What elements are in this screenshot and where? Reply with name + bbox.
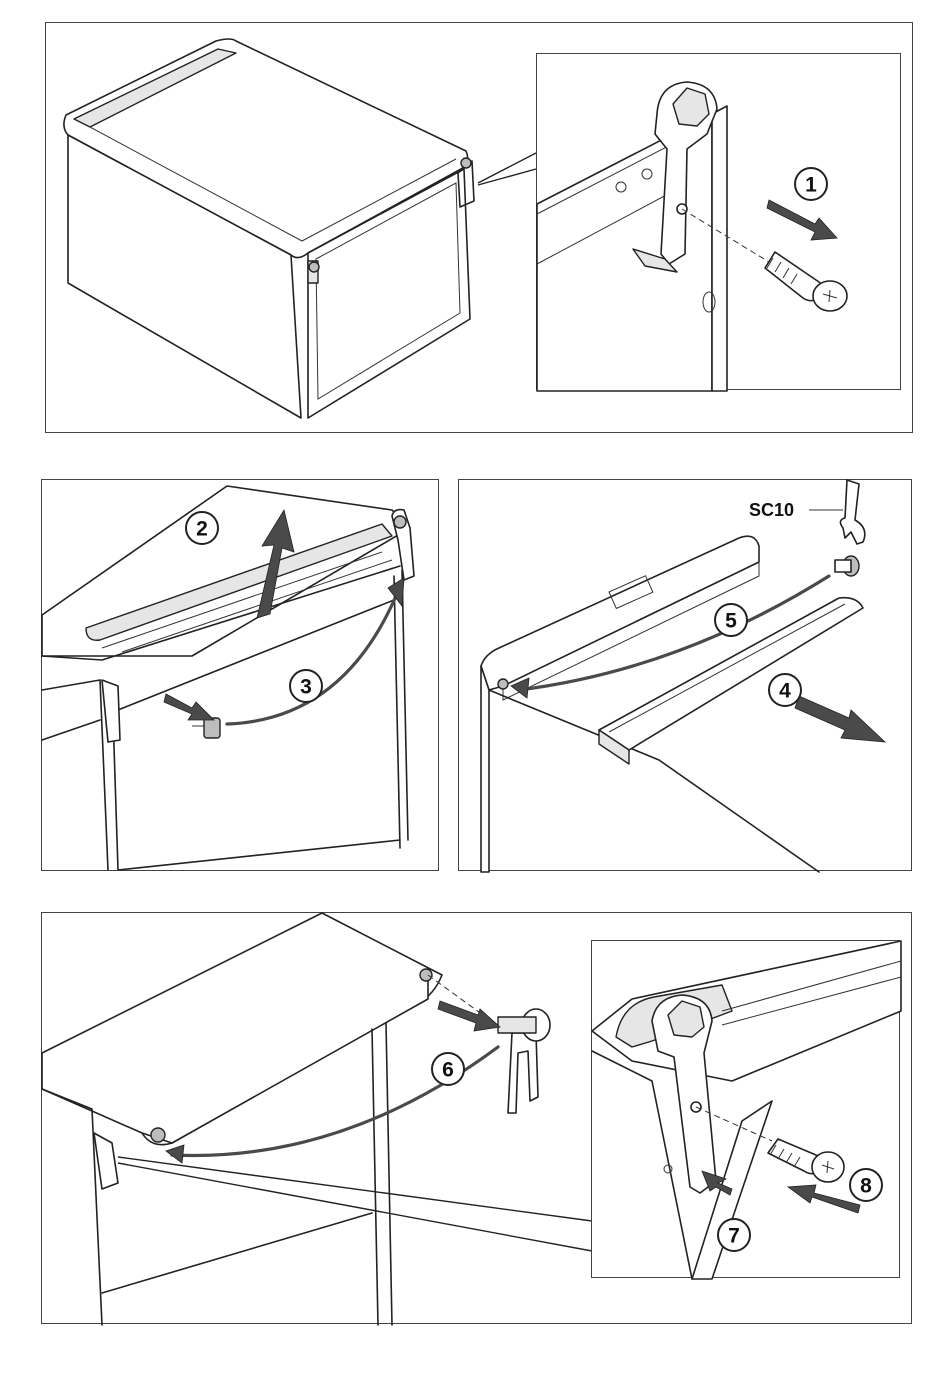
knob-bolt (192, 718, 220, 738)
arrow-step-4 (795, 696, 885, 742)
callout-line-4 (118, 1157, 592, 1221)
cabinet-body (481, 666, 489, 872)
tool-label: SC10 (749, 500, 794, 520)
hinge-lower (94, 1133, 118, 1189)
svg-text:5: 5 (725, 610, 737, 633)
panel-2-remove-top: 2 3 (41, 479, 439, 871)
bolt-sc10 (835, 556, 859, 576)
step-3-marker: 3 (290, 670, 322, 702)
hinge-left (102, 680, 120, 742)
panel-1-inset: 1 (536, 53, 901, 390)
hinge-bolt-left (309, 262, 319, 272)
step-1-marker: 1 (795, 168, 827, 200)
panel-1-overview: 1 (45, 22, 913, 433)
panel-4-inset: 7 8 (591, 940, 900, 1278)
panel-2-diagram: 2 3 (42, 480, 440, 872)
panel-3-slide-top: SC10 4 5 (458, 479, 912, 871)
svg-text:4: 4 (779, 680, 791, 703)
arrow-step-8 (788, 1185, 860, 1213)
step-5-marker: 5 (715, 604, 747, 636)
arrow-step-1 (767, 200, 837, 240)
panel-4-refit-hinge: 6 (41, 912, 912, 1324)
step-2-marker: 2 (186, 512, 218, 544)
svg-text:7: 7 (728, 1225, 740, 1248)
panel-3-diagram: SC10 4 5 (459, 480, 913, 872)
hinge-part-6 (498, 1009, 550, 1113)
wrench-sc10 (840, 480, 864, 544)
svg-text:8: 8 (860, 1175, 872, 1198)
svg-text:2: 2 (196, 518, 208, 541)
arrow-insert-hinge (438, 1001, 500, 1031)
step-4-marker: 4 (769, 674, 801, 706)
cabinet-top-slab-4 (42, 913, 442, 1145)
screw-8 (768, 1139, 844, 1182)
svg-text:1: 1 (805, 174, 817, 197)
screw-1 (765, 252, 847, 311)
step-6-marker: 6 (432, 1053, 464, 1085)
svg-text:3: 3 (300, 676, 312, 699)
inset-1-diagram: 1 (537, 54, 902, 391)
step-7-marker: 7 (718, 1219, 750, 1251)
arrow-remove-bolt (164, 694, 214, 720)
cabinet-edge-inset (712, 106, 727, 391)
svg-text:6: 6 (442, 1059, 454, 1082)
inset-4-diagram: 7 8 (592, 941, 901, 1279)
callout-line-1 (478, 153, 536, 183)
step-8-marker: 8 (850, 1169, 882, 1201)
